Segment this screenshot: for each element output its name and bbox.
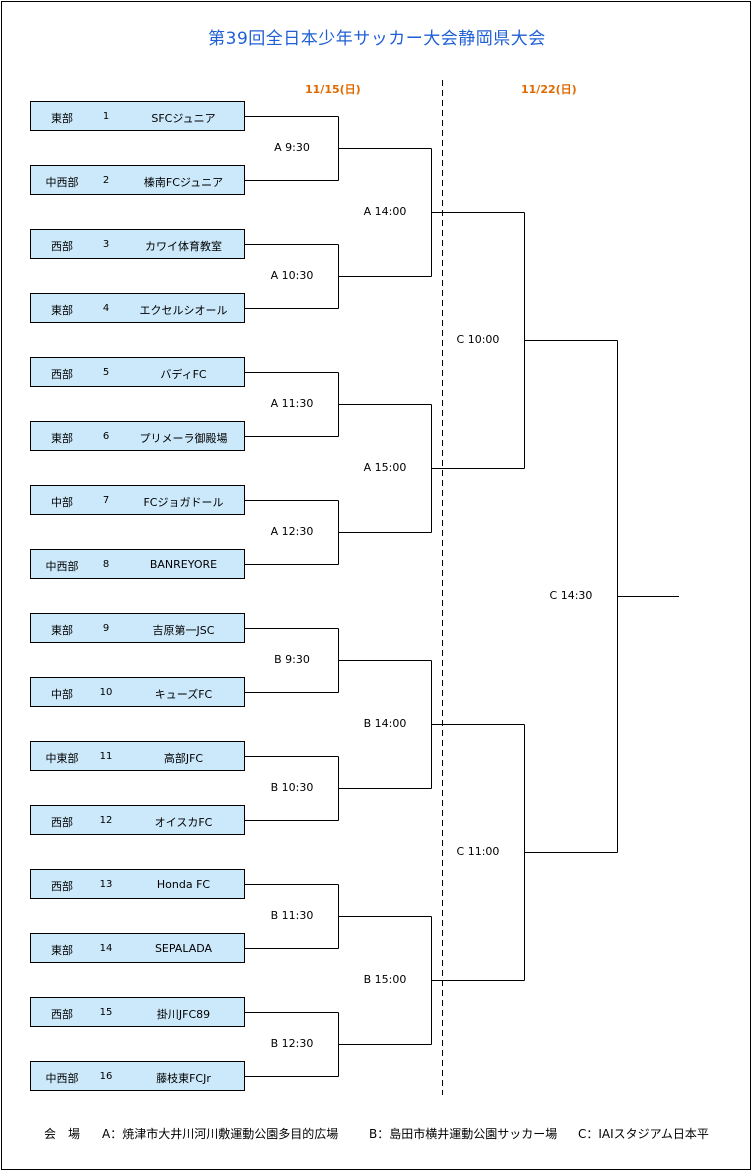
team-seed: 2 bbox=[102, 175, 110, 186]
round1-match-time: B 10:30 bbox=[270, 781, 314, 794]
team-seed: 3 bbox=[102, 239, 110, 250]
team-region: 中西部 bbox=[45, 176, 79, 189]
team-seed: 12 bbox=[99, 815, 113, 826]
team-name: エクセルシオール bbox=[139, 304, 228, 317]
team-region: 西部 bbox=[51, 240, 73, 253]
round1-match-time: B 12:30 bbox=[270, 1037, 314, 1050]
round1-match-time: A 11:30 bbox=[270, 397, 314, 410]
team-name: 吉原第一JSC bbox=[152, 624, 215, 637]
team-name: 榛南FCジュニア bbox=[143, 176, 224, 189]
round3-match-time: C 11:00 bbox=[456, 845, 500, 858]
round2-match-time: A 14:00 bbox=[363, 205, 407, 218]
round1-match-time: A 10:30 bbox=[270, 269, 314, 282]
team-seed: 14 bbox=[99, 943, 113, 954]
team-seed: 5 bbox=[102, 367, 110, 378]
team-region: 中西部 bbox=[45, 1072, 79, 1085]
round2-match-time: B 14:00 bbox=[363, 717, 407, 730]
date-round1: 11/15(日) bbox=[305, 83, 361, 96]
team-seed: 1 bbox=[102, 111, 110, 122]
team-region: 中西部 bbox=[45, 560, 79, 573]
team-region: 西部 bbox=[51, 1008, 73, 1021]
team-row: 中部 10 キューズFC bbox=[30, 677, 245, 707]
team-region: 東部 bbox=[51, 944, 73, 957]
team-name: プリメーラ御殿場 bbox=[139, 432, 228, 445]
final-match-time: C 14:30 bbox=[549, 589, 593, 602]
team-region: 中東部 bbox=[45, 752, 79, 765]
team-name: SFCジュニア bbox=[151, 112, 216, 125]
team-row: 中東部 11 高部JFC bbox=[30, 741, 245, 771]
team-name: カワイ体育教室 bbox=[145, 240, 222, 253]
team-seed: 16 bbox=[99, 1071, 113, 1082]
team-row: 西部 5 バディFC bbox=[30, 357, 245, 387]
team-row: 西部 12 オイスカFC bbox=[30, 805, 245, 835]
round3-match-time: C 10:00 bbox=[456, 333, 500, 346]
team-name: 高部JFC bbox=[163, 752, 204, 765]
team-name: Honda FC bbox=[156, 878, 211, 891]
team-row: 西部 13 Honda FC bbox=[30, 869, 245, 899]
team-region: 西部 bbox=[51, 880, 73, 893]
team-seed: 15 bbox=[99, 1007, 113, 1018]
team-seed: 6 bbox=[102, 431, 110, 442]
team-seed: 7 bbox=[102, 495, 110, 506]
team-seed: 8 bbox=[102, 559, 110, 570]
team-seed: 13 bbox=[99, 879, 113, 890]
team-seed: 4 bbox=[102, 303, 110, 314]
team-seed: 11 bbox=[99, 751, 113, 762]
team-seed: 9 bbox=[102, 623, 110, 634]
team-name: オイスカFC bbox=[154, 816, 213, 829]
team-row: 東部 6 プリメーラ御殿場 bbox=[30, 421, 245, 451]
team-row: 東部 14 SEPALADA bbox=[30, 933, 245, 963]
team-region: 東部 bbox=[51, 624, 73, 637]
round2-match-time: B 15:00 bbox=[363, 973, 407, 986]
team-name: バディFC bbox=[160, 368, 207, 381]
venue-a: A：焼津市大井川河川敷運動公園多目的広場 bbox=[102, 1127, 339, 1141]
team-row: 東部 9 吉原第一JSC bbox=[30, 613, 245, 643]
page-title: 第39回全日本少年サッカー大会静岡県大会 bbox=[208, 29, 546, 49]
team-name: SEPALADA bbox=[154, 942, 213, 955]
round1-match-time: B 11:30 bbox=[270, 909, 314, 922]
team-region: 西部 bbox=[51, 816, 73, 829]
team-region: 中部 bbox=[51, 688, 73, 701]
venue-label: 会 場 bbox=[44, 1127, 81, 1141]
team-row: 中部 7 FCジョガドール bbox=[30, 485, 245, 515]
team-name: FCジョガドール bbox=[143, 496, 224, 509]
team-row: 西部 15 掛川JFC89 bbox=[30, 997, 245, 1027]
round1-match-time: A 9:30 bbox=[274, 141, 310, 154]
team-row: 中西部 2 榛南FCジュニア bbox=[30, 165, 245, 195]
team-name: BANREYORE bbox=[149, 558, 218, 571]
venue-b: B：島田市横井運動公園サッカー場 bbox=[369, 1127, 558, 1141]
team-name: キューズFC bbox=[154, 688, 213, 701]
team-region: 東部 bbox=[51, 432, 73, 445]
team-name: 掛川JFC89 bbox=[156, 1008, 211, 1021]
venue-c: C：IAIスタジアム日本平 bbox=[578, 1127, 709, 1141]
round2-match-time: A 15:00 bbox=[363, 461, 407, 474]
team-region: 東部 bbox=[51, 112, 73, 125]
team-seed: 10 bbox=[99, 687, 113, 698]
team-row: 東部 1 SFCジュニア bbox=[30, 101, 245, 131]
team-row: 中西部 8 BANREYORE bbox=[30, 549, 245, 579]
date-round3: 11/22(日) bbox=[521, 83, 577, 96]
team-row: 中西部 16 藤枝東FCJr bbox=[30, 1061, 245, 1091]
round1-match-time: B 9:30 bbox=[274, 653, 310, 666]
team-name: 藤枝東FCJr bbox=[156, 1072, 211, 1085]
team-region: 西部 bbox=[51, 368, 73, 381]
team-region: 東部 bbox=[51, 304, 73, 317]
team-row: 西部 3 カワイ体育教室 bbox=[30, 229, 245, 259]
team-row: 東部 4 エクセルシオール bbox=[30, 293, 245, 323]
round1-match-time: A 12:30 bbox=[270, 525, 314, 538]
team-region: 中部 bbox=[51, 496, 73, 509]
